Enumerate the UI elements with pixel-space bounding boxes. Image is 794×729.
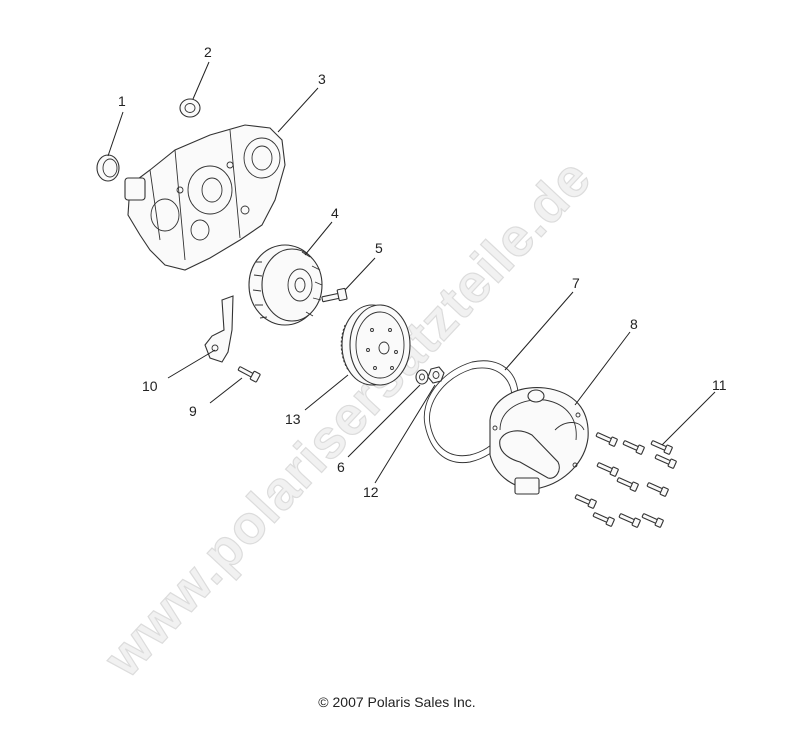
callout-12: 12 [363, 484, 379, 500]
bolt-7 [574, 494, 597, 509]
callout-7: 7 [572, 275, 580, 291]
callout-6: 6 [337, 459, 345, 475]
bolt-10 [618, 513, 641, 528]
part-12-nut [427, 366, 445, 384]
part-1-seal [96, 154, 120, 182]
part-8-cover [489, 387, 589, 495]
callout-labels: 1 2 3 4 5 6 7 8 9 10 11 12 13 [118, 44, 727, 500]
bolt-3 [650, 440, 673, 455]
part-11-bolts [574, 432, 677, 528]
part-10-bracket [204, 295, 234, 363]
callout-4: 4 [331, 205, 339, 221]
callout-1: 1 [118, 93, 126, 109]
bolt-6 [616, 477, 639, 492]
part-3-crankcase [124, 124, 286, 271]
part-4-stator [248, 244, 323, 326]
bolt-2 [622, 440, 645, 455]
bolt-11 [641, 513, 664, 528]
bolt-1 [595, 432, 618, 447]
callout-2: 2 [204, 44, 212, 60]
part-5-bolt [321, 287, 348, 303]
leader-lines [107, 61, 716, 484]
part-9-bolt [237, 366, 261, 383]
callout-3: 3 [318, 71, 326, 87]
bolt-8 [646, 482, 669, 497]
callout-9: 9 [189, 403, 197, 419]
callout-10: 10 [142, 378, 158, 394]
callout-8: 8 [630, 316, 638, 332]
bolt-5 [654, 454, 677, 469]
part-13-flywheel [340, 304, 411, 386]
bolt-9 [592, 512, 615, 527]
part-2-bearing [179, 98, 201, 118]
bolt-4 [596, 462, 619, 477]
part-6-washer [415, 369, 429, 385]
callout-11: 11 [712, 377, 727, 393]
callout-5: 5 [375, 240, 383, 256]
callout-13: 13 [285, 411, 301, 427]
copyright-notice: © 2007 Polaris Sales Inc. [318, 694, 476, 710]
